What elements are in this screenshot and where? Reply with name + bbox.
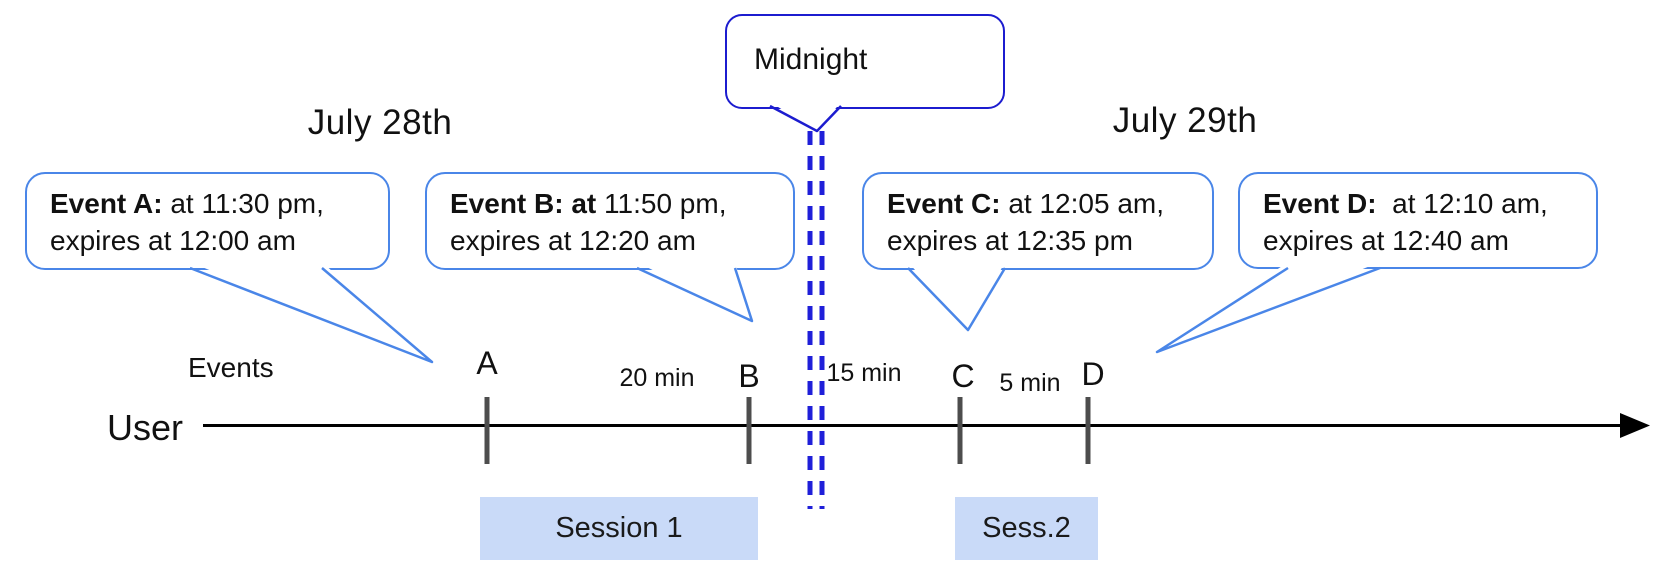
gap-label-5min: 5 min (999, 369, 1061, 397)
event-b-expiry: expires at 12:20 am (450, 225, 696, 256)
event-b-time: 11:50 pm, (596, 188, 727, 219)
event-d-callout-tail (1155, 262, 1381, 354)
event-b-text: Event B: at 11:50 pm, expires at 12:20 a… (427, 174, 793, 259)
day-title-july-28: July 28th (307, 103, 453, 142)
midnight-callout: Midnight (725, 14, 1005, 109)
midnight-label: Midnight (754, 43, 868, 76)
session-1-label: Session 1 (555, 512, 683, 544)
session-1-box: Session 1 (480, 497, 758, 560)
event-a-time: at 11:30 pm, (162, 188, 324, 219)
tick-label-c: C (951, 358, 975, 394)
tick-label-d: D (1081, 356, 1105, 392)
event-d-time: at 12:10 am, (1376, 188, 1548, 219)
session-2-label: Sess.2 (982, 512, 1071, 544)
day-title-july-29: July 29th (1112, 101, 1258, 140)
event-d-text: Event D: at 12:10 am, expires at 12:40 a… (1240, 174, 1596, 259)
session-2-box: Sess.2 (955, 497, 1098, 560)
event-b-line1: Event B: at 11:50 pm, (450, 185, 793, 222)
event-c-time: at 12:05 am, (1000, 188, 1165, 219)
event-c-name: Event C: (887, 188, 1001, 219)
event-a-name: Event A: (50, 188, 163, 219)
event-a-callout-tail (189, 262, 434, 364)
event-d-line1: Event D: at 12:10 am, (1263, 185, 1596, 222)
event-c-line1: Event C: at 12:05 am, (887, 185, 1212, 222)
event-a-expiry: expires at 12:00 am (50, 225, 296, 256)
event-c-text: Event C: at 12:05 am, expires at 12:35 p… (864, 174, 1212, 259)
event-c-callout-tail (907, 262, 1007, 332)
event-c-expiry: expires at 12:35 pm (887, 225, 1133, 256)
event-a-text: Event A: at 11:30 pm, expires at 12:00 a… (27, 174, 388, 259)
event-a-callout: Event A: at 11:30 pm, expires at 12:00 a… (25, 172, 390, 270)
event-b-name: Event B: at (450, 188, 597, 219)
tick-label-b: B (738, 358, 760, 394)
events-row-label: Events (188, 352, 274, 383)
event-d-name: Event D: (1263, 188, 1377, 219)
event-b-callout-tail (636, 262, 754, 323)
tick-label-a: A (476, 345, 498, 381)
gap-label-15min: 15 min (826, 359, 902, 387)
gap-label-20min: 20 min (619, 364, 695, 392)
user-row-label: User (107, 407, 184, 448)
event-b-callout: Event B: at 11:50 pm, expires at 12:20 a… (425, 172, 795, 270)
event-d-callout: Event D: at 12:10 am, expires at 12:40 a… (1238, 172, 1598, 269)
event-a-line1: Event A: at 11:30 pm, (50, 185, 388, 222)
event-c-callout: Event C: at 12:05 am, expires at 12:35 p… (862, 172, 1214, 270)
event-d-expiry: expires at 12:40 am (1263, 225, 1509, 256)
timeline-arrowhead-icon (1620, 413, 1650, 438)
